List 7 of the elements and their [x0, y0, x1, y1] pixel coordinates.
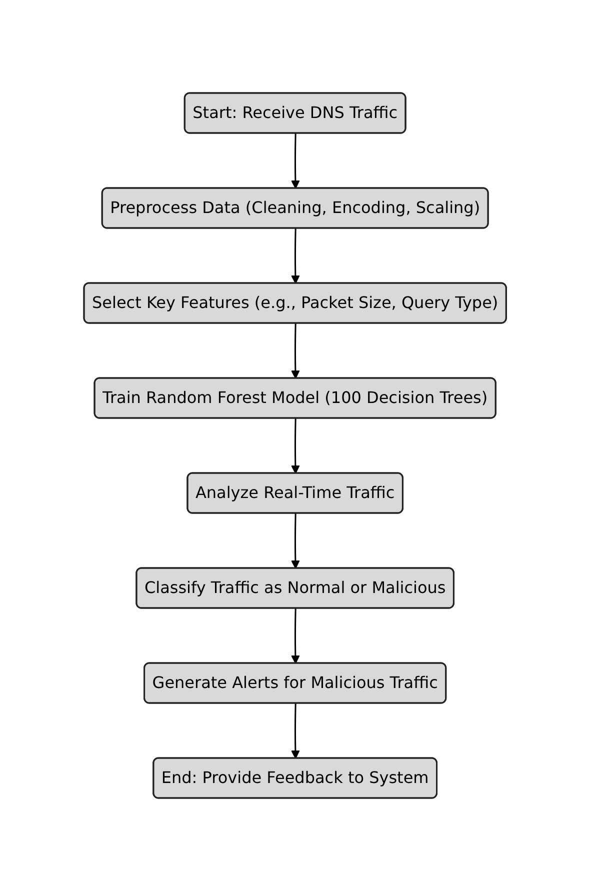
arrow [290, 702, 300, 758]
arrow [290, 132, 300, 188]
arrow [290, 608, 300, 664]
arrow [290, 228, 300, 284]
arrow [290, 418, 300, 474]
arrow [290, 322, 300, 378]
arrow [290, 512, 300, 568]
